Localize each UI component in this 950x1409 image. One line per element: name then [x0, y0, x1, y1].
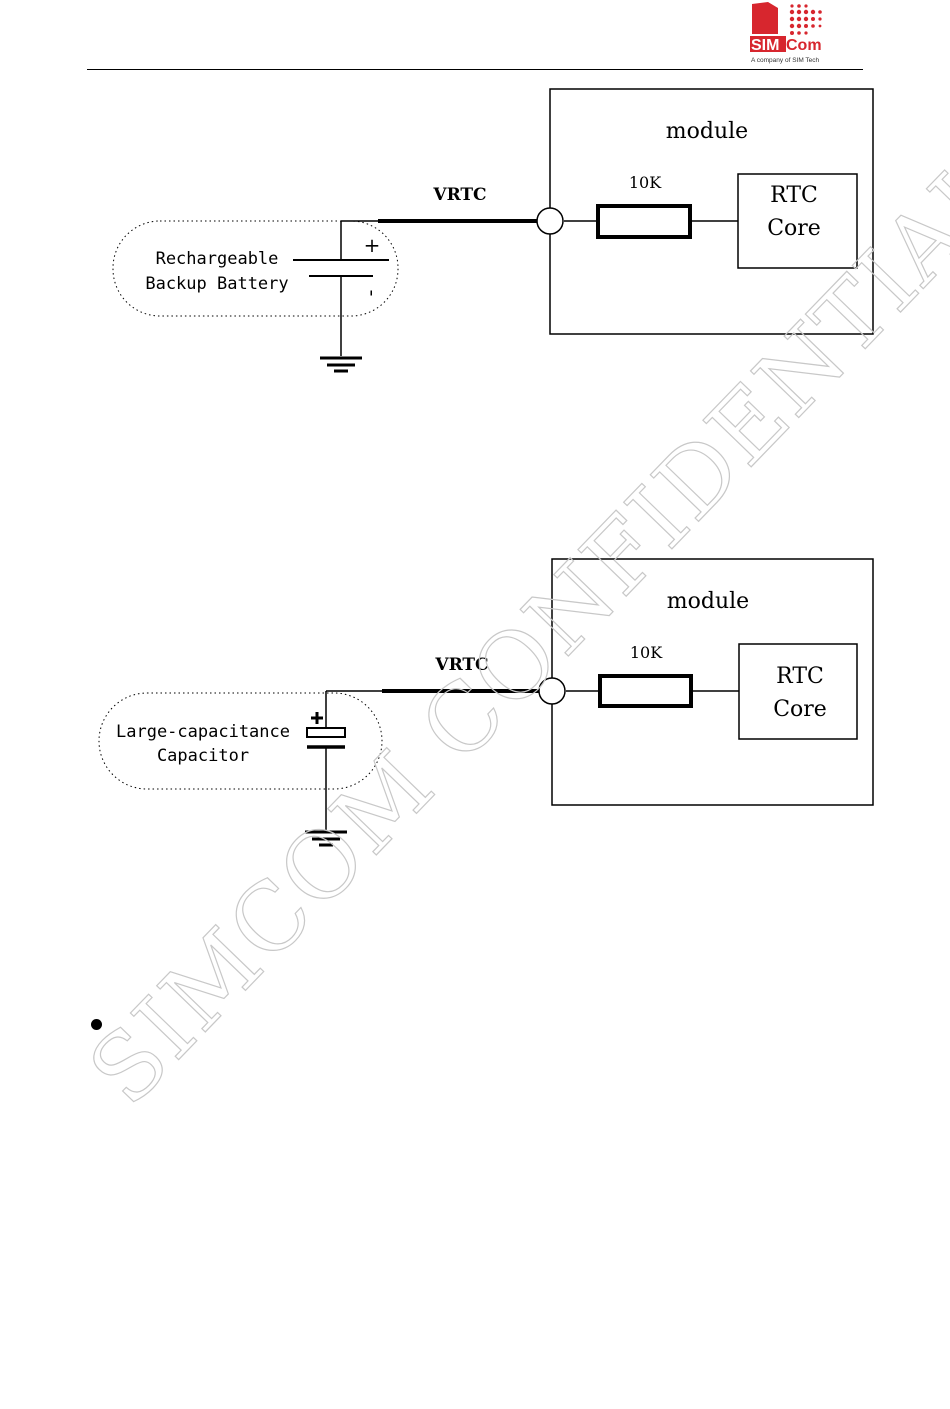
capacitor-label-line2: Capacitor: [157, 746, 249, 766]
svg-text:SIM: SIM: [751, 37, 779, 54]
resistor-label: 10K: [629, 173, 662, 192]
rtc-core-label-line1: RTC: [770, 183, 818, 208]
rtc-core-label-line2: Core: [767, 216, 821, 241]
simcom-logo: SIM Com A company of SIM Tech: [748, 0, 832, 68]
svg-text:A company of SIM Tech: A company of SIM Tech: [751, 57, 820, 64]
resistor-label: 10K: [630, 643, 663, 662]
battery-minus-mark: -: [361, 290, 385, 297]
rtc-core-box: [739, 644, 857, 739]
resistor-10k: [598, 206, 690, 237]
battery-plus-mark: +: [364, 233, 381, 257]
bullet-point: [91, 1019, 102, 1030]
capacitor-positive-plate: [307, 728, 345, 737]
capacitor-label-line1: Large-capacitance: [116, 722, 290, 742]
module-label: module: [667, 589, 749, 614]
battery-label-line2: Backup Battery: [145, 274, 288, 294]
vrtc-net-label: VRTC: [434, 655, 488, 675]
resistor-10k: [600, 676, 691, 706]
capacitor-plus-mark: [311, 712, 323, 724]
vrtc-pin: [539, 678, 565, 704]
rtc-capacitor-circuit: module RTC Core 10K VRTC Large-capacitan…: [0, 550, 950, 860]
vrtc-pin: [537, 208, 563, 234]
header-rule: [87, 69, 863, 70]
battery-label-line1: Rechargeable: [156, 249, 279, 269]
vrtc-net-label: VRTC: [432, 185, 486, 205]
svg-text:Com: Com: [786, 37, 822, 54]
rtc-core-label-line2: Core: [773, 697, 827, 722]
rtc-core-label-line1: RTC: [776, 664, 824, 689]
rtc-battery-circuit: module RTC Core 10K VRTC + - Rechargeabl…: [0, 80, 950, 380]
module-label: module: [666, 119, 748, 144]
